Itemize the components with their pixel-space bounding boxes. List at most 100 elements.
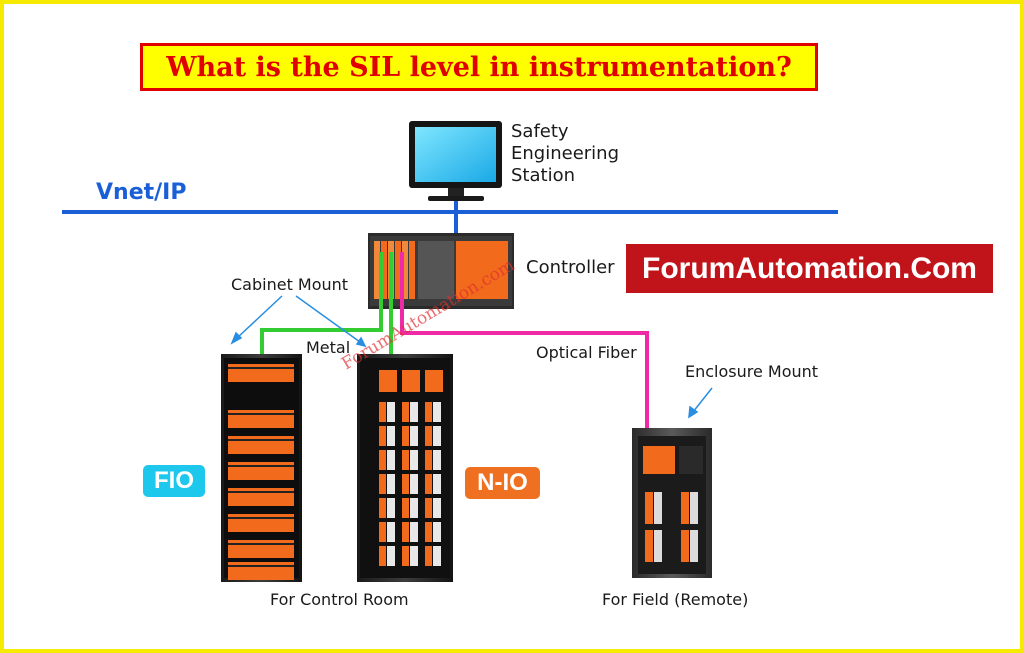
nio-io-module	[402, 402, 409, 422]
fio-io-module	[228, 413, 294, 415]
enclosure-mount-label: Enclosure Mount	[685, 362, 819, 381]
nio-io-module	[379, 474, 386, 494]
enclosure-io-module	[690, 530, 698, 562]
station-label-line2: Engineering	[511, 143, 619, 164]
nio-io-module	[410, 402, 418, 422]
nio-io-module	[402, 546, 409, 566]
nio-io-module	[433, 426, 441, 446]
fio-io-module	[228, 465, 294, 467]
enclosure-io-module	[681, 530, 689, 562]
nio-io-module	[387, 426, 395, 446]
monitor-icon	[409, 121, 502, 201]
vnet-label: Vnet/IP	[96, 180, 187, 205]
enclosure-io-module	[645, 530, 653, 562]
nio-badge: N-IO	[465, 467, 540, 499]
nio-io-module	[433, 546, 441, 566]
controller-module	[395, 241, 401, 299]
optical-fiber-cable	[400, 252, 649, 446]
nio-io-module	[387, 450, 395, 470]
fio-io-module	[228, 364, 294, 382]
fio-io-module	[228, 543, 294, 545]
nio-io-module	[387, 522, 395, 542]
optical-fiber-label: Optical Fiber	[536, 343, 637, 362]
nio-io-module	[433, 498, 441, 518]
nio-io-module	[433, 474, 441, 494]
nio-io-module	[410, 498, 418, 518]
controller-module	[381, 241, 387, 299]
nio-io-module	[425, 474, 432, 494]
nio-io-module	[387, 498, 395, 518]
nio-io-module	[425, 450, 432, 470]
nio-io-module	[379, 498, 386, 518]
controller-label: Controller	[526, 257, 615, 278]
enclosure-io-module	[681, 492, 689, 524]
nio-io-module	[410, 450, 418, 470]
fio-io-module	[228, 565, 294, 567]
enclosure-io-module	[645, 492, 653, 524]
field-remote-label: For Field (Remote)	[602, 590, 749, 609]
nio-cabinet	[357, 354, 453, 582]
fio-io-module	[228, 540, 294, 558]
nio-io-module	[402, 522, 409, 542]
brand-banner: ForumAutomation.Com	[626, 244, 993, 293]
nio-io-module	[379, 370, 397, 392]
enclosure-io-module	[690, 492, 698, 524]
pointer-arrows	[230, 295, 713, 419]
nio-io-module	[379, 402, 386, 422]
nio-io-module	[379, 522, 386, 542]
fio-io-module	[228, 514, 294, 532]
nio-io-module	[433, 450, 441, 470]
nio-io-module	[402, 426, 409, 446]
station-label: Safety Engineering Station	[511, 121, 619, 187]
fio-cabinet	[221, 354, 302, 582]
nio-io-module	[402, 450, 409, 470]
nio-io-module	[402, 370, 420, 392]
nio-io-module	[425, 522, 432, 542]
nio-io-module	[410, 522, 418, 542]
nio-io-module	[410, 546, 418, 566]
controller-module	[374, 241, 380, 299]
fio-io-module	[228, 517, 294, 519]
nio-io-module	[387, 474, 395, 494]
controller-module	[409, 241, 415, 299]
nio-io-module	[410, 474, 418, 494]
nio-io-module	[425, 370, 443, 392]
controller-module	[456, 241, 508, 299]
metal-label: Metal	[306, 338, 351, 357]
nio-io-module	[433, 402, 441, 422]
nio-io-module	[402, 474, 409, 494]
nio-io-module	[387, 546, 395, 566]
station-label-line3: Station	[511, 165, 575, 186]
enclosure-io-module	[654, 530, 662, 562]
cabinet-mount-label: Cabinet Mount	[231, 275, 349, 294]
nio-io-module	[425, 546, 432, 566]
fio-io-module	[228, 462, 294, 480]
fio-io-module	[228, 439, 294, 441]
fio-io-module	[228, 436, 294, 454]
station-label-line1: Safety	[511, 121, 569, 142]
field-enclosure	[632, 428, 712, 578]
enclosure-io-module	[654, 492, 662, 524]
page-title: What is the SIL level in instrumentation…	[140, 43, 818, 91]
fio-io-module	[228, 488, 294, 506]
nio-io-module	[379, 546, 386, 566]
enclosure-io-module	[679, 446, 703, 474]
nio-io-module	[379, 450, 386, 470]
controller-module	[418, 241, 454, 299]
nio-io-module	[433, 522, 441, 542]
nio-io-module	[425, 426, 432, 446]
nio-io-module	[410, 426, 418, 446]
fio-io-module	[228, 410, 294, 428]
enclosure-io-module	[643, 446, 675, 474]
nio-io-module	[379, 426, 386, 446]
control-room-label: For Control Room	[270, 590, 409, 609]
controller-module	[402, 241, 408, 299]
fio-io-module	[228, 491, 294, 493]
fio-badge: FIO	[143, 465, 205, 497]
nio-io-module	[387, 402, 395, 422]
nio-io-module	[425, 498, 432, 518]
nio-io-module	[402, 498, 409, 518]
nio-io-module	[425, 402, 432, 422]
